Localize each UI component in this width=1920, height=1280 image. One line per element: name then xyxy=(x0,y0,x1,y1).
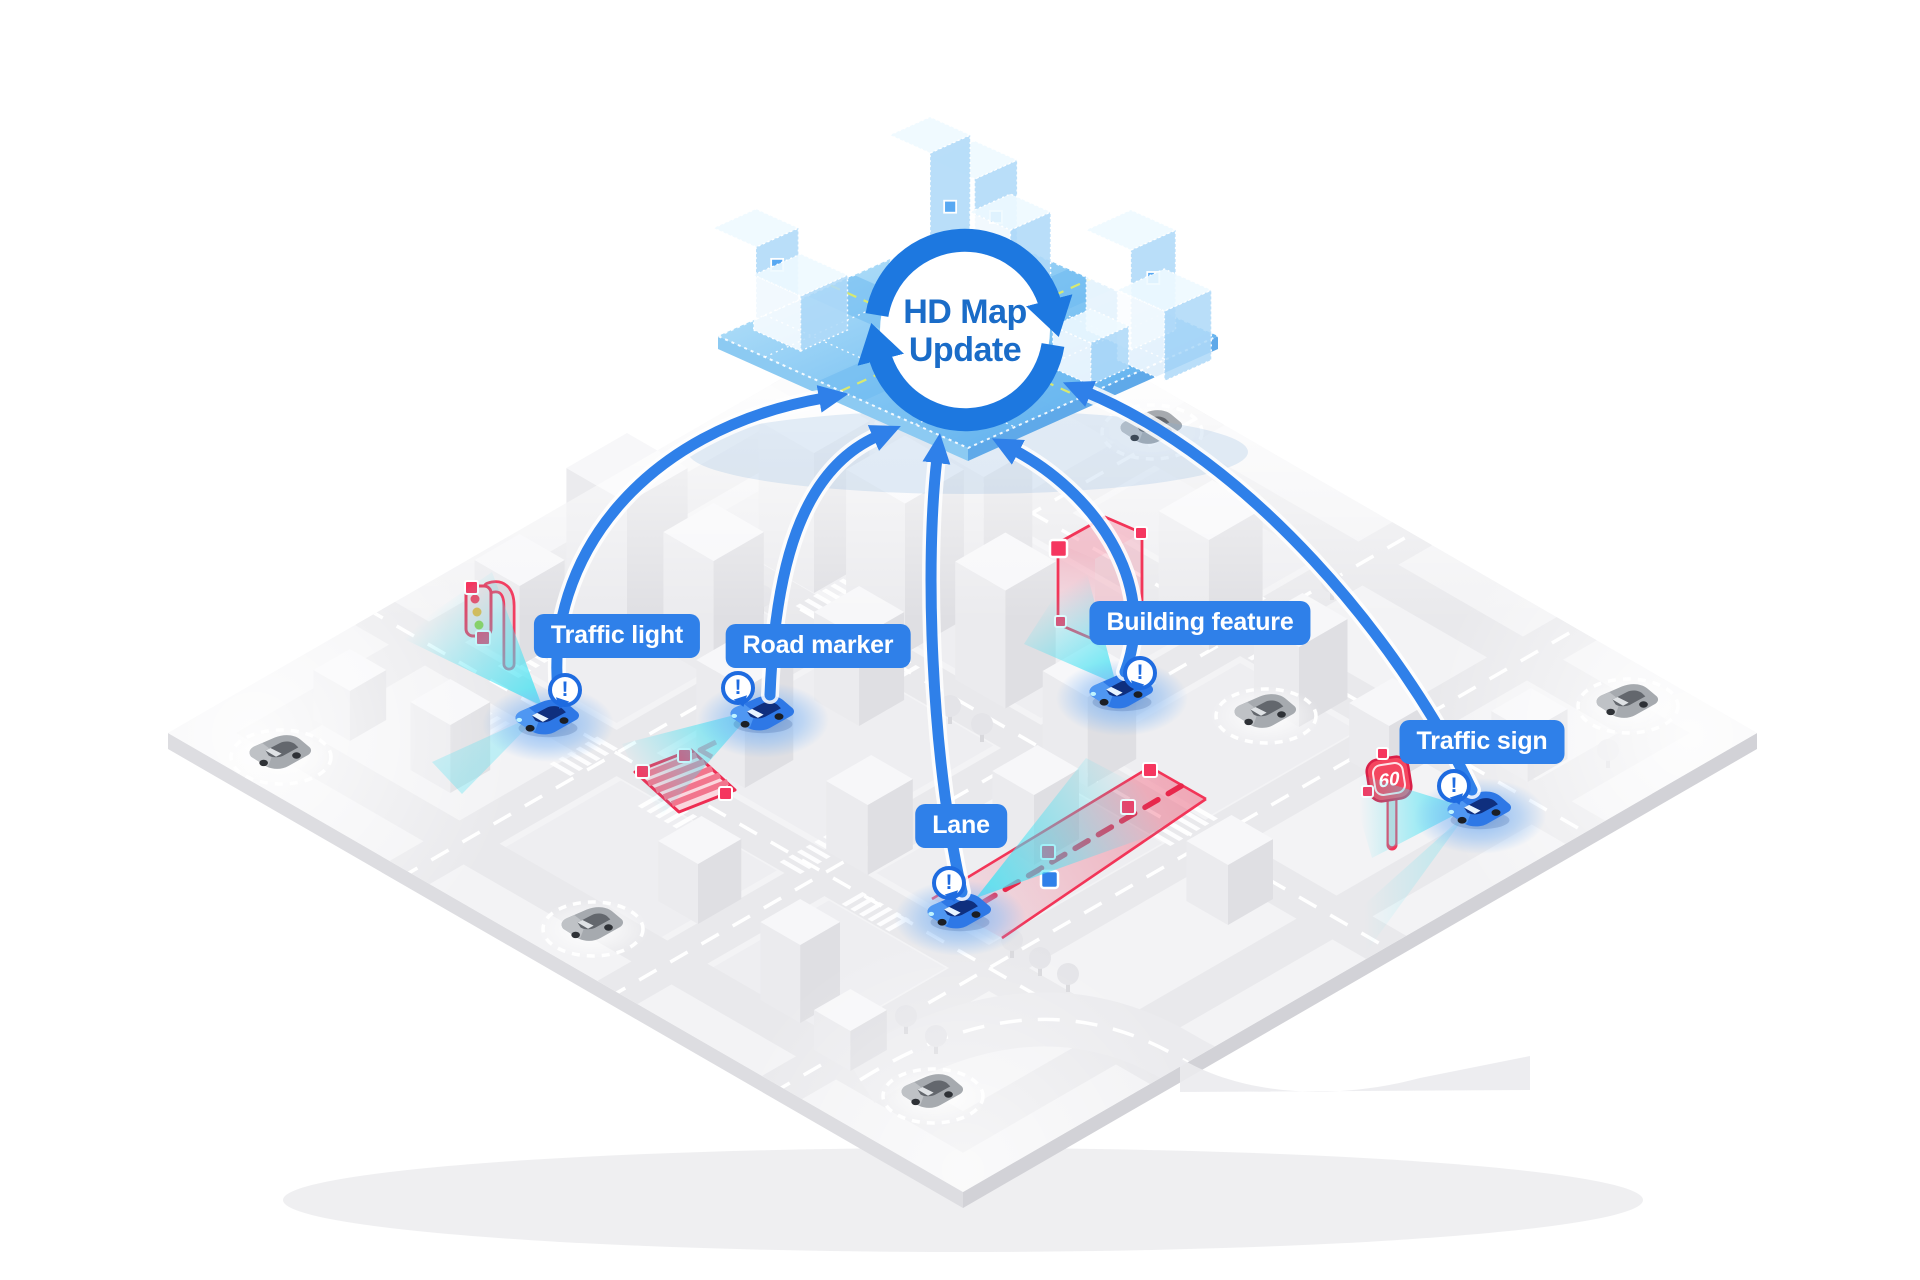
label-traffic-light: Traffic light xyxy=(533,614,701,658)
hub-title: HD Map Update xyxy=(903,293,1027,369)
label-building-feature: Building feature xyxy=(1089,601,1311,645)
alert-exclamation-icon: ! xyxy=(945,871,953,894)
alert-traffic-sign: ! xyxy=(1437,769,1471,814)
label-road-marker: Road marker xyxy=(725,624,911,668)
label-traffic-sign: Traffic sign xyxy=(1399,720,1565,764)
alert-building-feature: ! xyxy=(1123,656,1157,701)
hub-title-line2: Update xyxy=(908,331,1022,369)
sensor-cones xyxy=(398,554,1468,966)
hd-map-update-hub xyxy=(857,228,1073,432)
connected-cars xyxy=(482,660,1546,956)
alert-traffic-light: ! xyxy=(548,673,582,718)
label-lane: Lane xyxy=(915,804,1007,848)
alert-exclamation-icon: ! xyxy=(561,678,569,701)
hub-title-line1: HD Map xyxy=(903,292,1027,331)
alert-exclamation-icon: ! xyxy=(1450,774,1458,797)
alert-lane: ! xyxy=(932,866,966,911)
alert-exclamation-icon: ! xyxy=(1136,661,1144,684)
cycle-arrow-bottom xyxy=(857,323,1065,432)
alert-road-marker: ! xyxy=(721,671,755,716)
alert-exclamation-icon: ! xyxy=(734,676,742,699)
cycle-arrow-top xyxy=(865,228,1073,337)
